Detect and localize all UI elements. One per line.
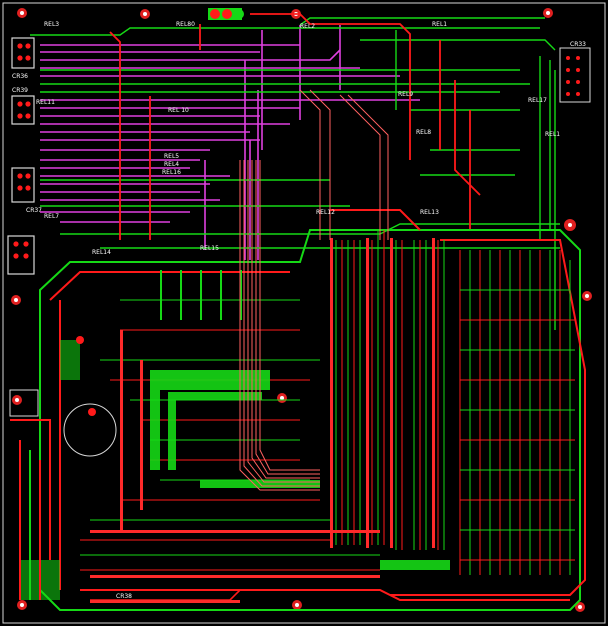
label-rel12: REL12 — [316, 209, 335, 216]
ic-row-upper — [160, 270, 242, 320]
label-rel17: REL17 — [528, 97, 547, 104]
label-rel4: REL4 — [164, 161, 179, 168]
label-rel10: REL 10 — [168, 107, 189, 114]
inner-layer-traces — [40, 25, 420, 260]
center-trace-bundle — [239, 89, 389, 491]
label-rel14: REL14 — [92, 249, 111, 256]
label-rel80: REL80 — [176, 21, 195, 28]
left-bottom-cluster — [9, 336, 117, 600]
ic-footprints — [90, 238, 435, 603]
bus-columns — [335, 230, 571, 575]
label-rel16: REL16 — [162, 169, 181, 176]
label-rel9: REL9 — [398, 91, 413, 98]
label-rel13: REL13 — [420, 209, 439, 216]
right-connector — [559, 47, 591, 103]
label-rel7: REL7 — [44, 213, 59, 220]
label-cr37: CR37 — [26, 207, 42, 214]
label-cr36: CR36 — [12, 73, 28, 80]
label-cr39: CR39 — [12, 87, 28, 94]
label-rel2: REL2 — [300, 23, 315, 30]
label-rel3: REL3 — [44, 21, 59, 28]
label-rel8: REL8 — [416, 129, 431, 136]
left-connectors — [7, 37, 35, 275]
label-rel15: REL15 — [200, 245, 219, 252]
silkscreen-labels: REL3 REL80 REL1 REL2 CR36 CR39 REL11 REL… — [12, 21, 586, 600]
label-rel1: REL1 — [432, 21, 447, 28]
label-rel1-lower: REL1 — [545, 131, 560, 138]
power-connector — [208, 8, 244, 20]
label-rel11: REL11 — [36, 99, 55, 106]
label-cr38: CR38 — [116, 593, 132, 600]
label-cr33: CR33 — [570, 41, 586, 48]
label-rel5: REL5 — [164, 153, 179, 160]
top-layer-traces-upper — [109, 13, 481, 240]
